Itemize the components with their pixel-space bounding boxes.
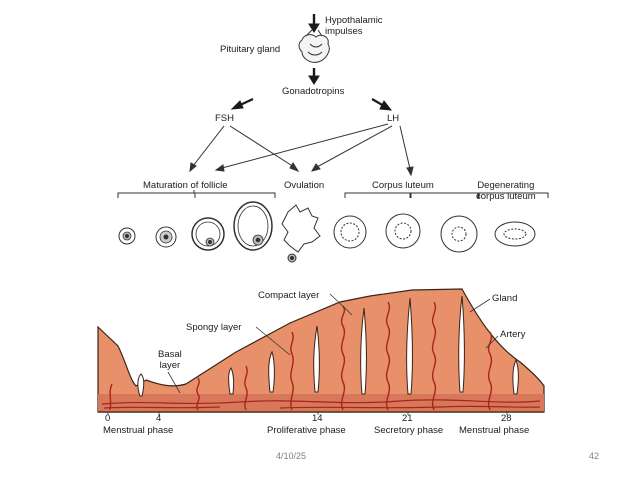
fsh-arrow <box>230 98 254 110</box>
maturation-of-follicle-label: Maturation of follicle <box>143 180 228 191</box>
degenerating-corpus-luteum-label: Degenerating corpus luteum <box>476 180 536 202</box>
corpus-luteum-icon-1 <box>333 215 367 249</box>
day-tick-21: 21 <box>402 413 413 424</box>
hormone-pathway-arrows <box>189 123 414 177</box>
phase-label-menstrual-end: Menstrual phase <box>459 425 530 436</box>
gland-label: Gland <box>492 293 518 304</box>
spongy-layer-label: Spongy layer <box>186 322 242 333</box>
basal-vessels <box>101 399 541 409</box>
gonadotropins-label: Gonadotropins <box>282 86 345 97</box>
endometrium-cross-section <box>97 288 545 413</box>
pituitary-gland-label: Pituitary gland <box>220 44 281 55</box>
primary-follicle-icon <box>155 226 177 248</box>
pituitary-gland-icon <box>298 29 330 63</box>
ovulation-label: Ovulation <box>284 180 325 191</box>
corpus-luteum-icon-3 <box>440 215 478 253</box>
day-tick-0: 0 <box>105 413 111 424</box>
hypothalamic-arrow <box>308 14 320 33</box>
mature-follicle-icon <box>233 201 273 251</box>
primordial-follicle-icon <box>118 227 136 245</box>
day-tick-marks <box>107 412 508 415</box>
label-pointers <box>167 293 499 394</box>
gonadotropins-arrow <box>308 68 320 85</box>
phase-label-proliferative: Proliferative phase <box>267 425 346 436</box>
degenerating-corpus-luteum-icon <box>494 221 536 247</box>
secondary-follicle-icon <box>191 217 225 251</box>
phase-label-menstrual-start: Menstrual phase <box>103 425 174 436</box>
stage-brackets <box>117 190 549 198</box>
basal-layer-label: Basal layer <box>158 349 182 371</box>
day-tick-14: 14 <box>312 413 323 424</box>
corpus-luteum-icon-2 <box>385 213 421 249</box>
endometrial-clefts <box>137 295 519 397</box>
compact-layer-label: Compact layer <box>258 290 320 301</box>
day-tick-28: 28 <box>501 413 512 424</box>
slide-page-number: 42 <box>589 451 600 461</box>
corpus-luteum-label: Corpus luteum <box>372 180 434 191</box>
day-tick-4: 4 <box>156 413 162 424</box>
follicle-stages <box>118 201 536 263</box>
lh-arrow <box>371 98 393 111</box>
lh-label: LH <box>387 113 400 124</box>
slide-date: 4/10/25 <box>276 451 307 461</box>
phase-label-secretory: Secretory phase <box>374 425 444 436</box>
fsh-label: FSH <box>215 113 234 124</box>
artery-label: Artery <box>500 329 526 340</box>
hypothalamic-impulses-label: Hypothalamic impulses <box>325 15 383 37</box>
ruptured-follicle-icon <box>281 204 321 263</box>
